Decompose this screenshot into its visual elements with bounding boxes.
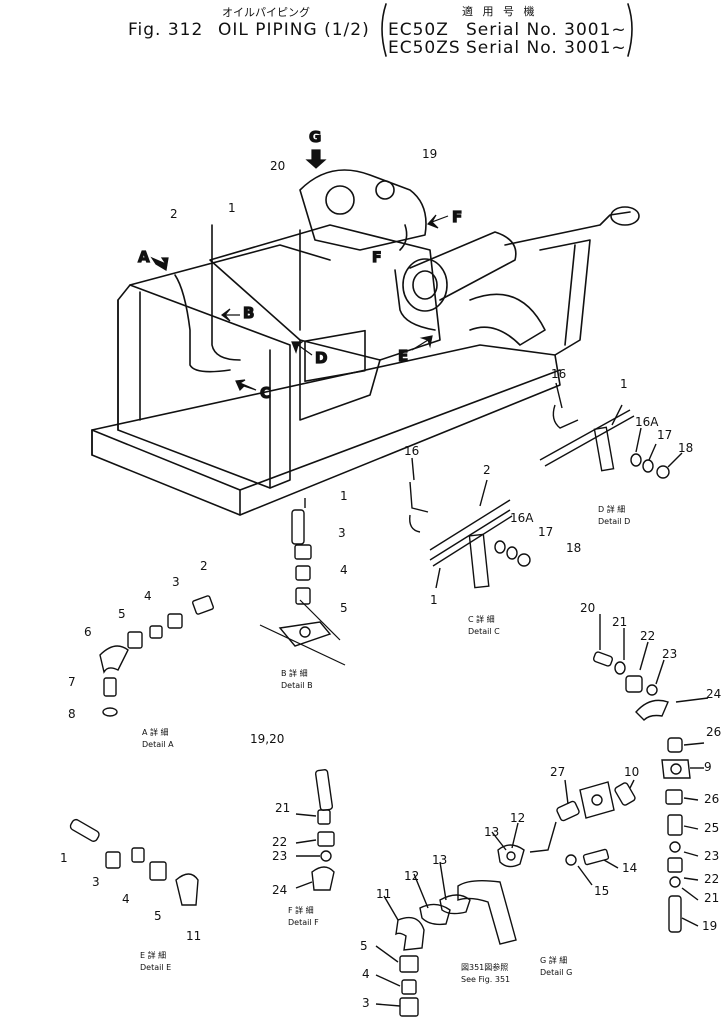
svg-text:26: 26 (704, 792, 719, 806)
detail-B-en: Detail B (281, 681, 313, 690)
svg-text:15: 15 (594, 884, 609, 898)
svg-text:13: 13 (484, 825, 499, 839)
svg-text:21: 21 (275, 801, 290, 815)
svg-text:20: 20 (580, 601, 595, 615)
svg-text:6: 6 (84, 625, 92, 639)
svg-text:19,20: 19,20 (250, 732, 284, 746)
svg-text:16A: 16A (510, 511, 534, 525)
svg-text:4: 4 (340, 563, 348, 577)
svg-text:1: 1 (228, 201, 236, 215)
svg-text:5: 5 (154, 909, 162, 923)
svg-text:23: 23 (272, 849, 287, 863)
svg-text:18: 18 (678, 441, 693, 455)
svg-text:12: 12 (404, 869, 419, 883)
svg-text:2: 2 (483, 463, 491, 477)
detail-D-en: Detail D (598, 517, 630, 526)
see-fig-en: See Fig. 351 (461, 975, 510, 984)
svg-text:22: 22 (272, 835, 287, 849)
svg-text:17: 17 (538, 525, 553, 539)
svg-text:5: 5 (360, 939, 368, 953)
callout-G: G (309, 128, 321, 146)
svg-text:12: 12 (510, 811, 525, 825)
svg-text:18: 18 (566, 541, 581, 555)
japanese-title: オイルパイピング (222, 6, 310, 19)
svg-text:16A: 16A (635, 415, 659, 429)
svg-text:22: 22 (640, 629, 655, 643)
model-1: EC50Z (388, 20, 449, 40)
towing-eye (610, 206, 640, 226)
detail-C-en: Detail C (468, 627, 500, 636)
svg-text:3: 3 (172, 575, 180, 589)
svg-text:24: 24 (272, 883, 287, 897)
base-frame (91, 344, 561, 516)
svg-text:3: 3 (92, 875, 100, 889)
callout-F-inline: F (372, 250, 382, 266)
svg-text:16: 16 (404, 444, 419, 458)
detail-D-jp: D 詳 細 (598, 504, 625, 514)
detail-A-en: Detail A (142, 740, 174, 749)
svg-text:27: 27 (550, 765, 565, 779)
svg-text:11: 11 (186, 929, 201, 943)
detail-F-en: Detail F (288, 918, 319, 927)
svg-text:7: 7 (68, 675, 76, 689)
detail-B-jp: B 詳 細 (281, 668, 308, 678)
detail-E-en: Detail E (140, 963, 171, 972)
svg-text:14: 14 (622, 861, 637, 875)
svg-text:4: 4 (362, 967, 370, 981)
svg-text:21: 21 (704, 891, 719, 905)
svg-text:20: 20 (270, 159, 285, 173)
svg-text:19: 19 (702, 919, 717, 933)
svg-text:26: 26 (706, 725, 721, 739)
detail-C-jp: C 詳 細 (468, 614, 495, 624)
detail-G-en: Detail G (540, 968, 572, 977)
svg-text:19: 19 (422, 147, 437, 161)
svg-text:11: 11 (376, 887, 391, 901)
callout-C: C (260, 384, 271, 402)
serial-1: Serial No. 3001~ (466, 20, 627, 40)
figure-number: Fig. 312 (128, 20, 204, 40)
svg-text:16: 16 (551, 367, 566, 381)
svg-text:5: 5 (118, 607, 126, 621)
detail-F-jp: F 詳 細 (288, 905, 314, 915)
callout-E: E (398, 347, 408, 365)
svg-text:9: 9 (704, 760, 712, 774)
model-2: EC50ZS (388, 38, 461, 58)
svg-text:23: 23 (662, 647, 677, 661)
svg-text:4: 4 (122, 892, 130, 906)
callout-A: A (138, 248, 150, 266)
svg-text:2: 2 (200, 559, 208, 573)
svg-text:5: 5 (340, 601, 348, 615)
svg-text:3: 3 (338, 526, 346, 540)
svg-text:17: 17 (657, 428, 672, 442)
detail-A-jp: A 詳 細 (142, 727, 169, 737)
svg-text:2: 2 (170, 207, 178, 221)
serial-2: Serial No. 3001~ (466, 38, 627, 58)
pump-assembly (299, 169, 427, 251)
svg-text:22: 22 (704, 872, 719, 886)
detail-E-jp: E 詳 細 (140, 950, 166, 960)
svg-text:8: 8 (68, 707, 76, 721)
callout-D: D (315, 349, 327, 367)
svg-text:1: 1 (620, 377, 628, 391)
detail-G-jp: G 詳 細 (540, 955, 567, 965)
figure-title: OIL PIPING (1/2) (218, 20, 370, 40)
svg-text:4: 4 (144, 589, 152, 603)
svg-text:13: 13 (432, 853, 447, 867)
svg-text:1: 1 (430, 593, 438, 607)
applicability-label: 適 用 号 機 (462, 5, 538, 18)
svg-text:21: 21 (612, 615, 627, 629)
svg-text:1: 1 (340, 489, 348, 503)
svg-text:1: 1 (60, 851, 68, 865)
see-fig-jp: 図351図参照 (461, 962, 508, 972)
svg-text:10: 10 (624, 765, 639, 779)
callout-F: F (452, 208, 462, 226)
svg-text:3: 3 (362, 996, 370, 1010)
svg-text:23: 23 (704, 849, 719, 863)
svg-text:25: 25 (704, 821, 719, 835)
callout-B: B (243, 304, 254, 322)
air-cleaner (409, 231, 517, 301)
svg-text:24: 24 (706, 687, 721, 701)
